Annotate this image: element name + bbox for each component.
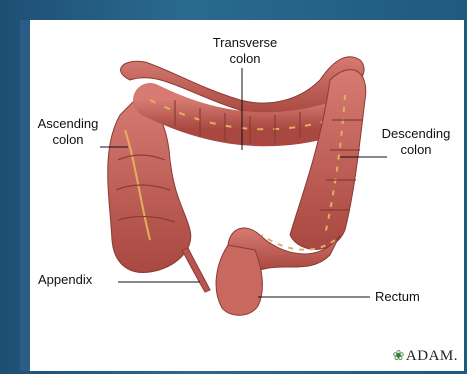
label-appendix: Appendix: [38, 272, 92, 288]
label-text: Appendix: [38, 272, 92, 287]
label-text: Transverse colon: [213, 35, 278, 66]
label-text: Ascending colon: [38, 116, 99, 147]
label-ascending-colon: Ascending colon: [30, 116, 106, 148]
label-text: Rectum: [375, 289, 420, 304]
label-descending-colon: Descending colon: [368, 126, 464, 158]
label-transverse-colon: Transverse colon: [205, 35, 285, 67]
rectum: [216, 245, 262, 315]
appendix: [182, 248, 210, 292]
label-text: Descending colon: [382, 126, 451, 157]
label-rectum: Rectum: [375, 289, 420, 305]
